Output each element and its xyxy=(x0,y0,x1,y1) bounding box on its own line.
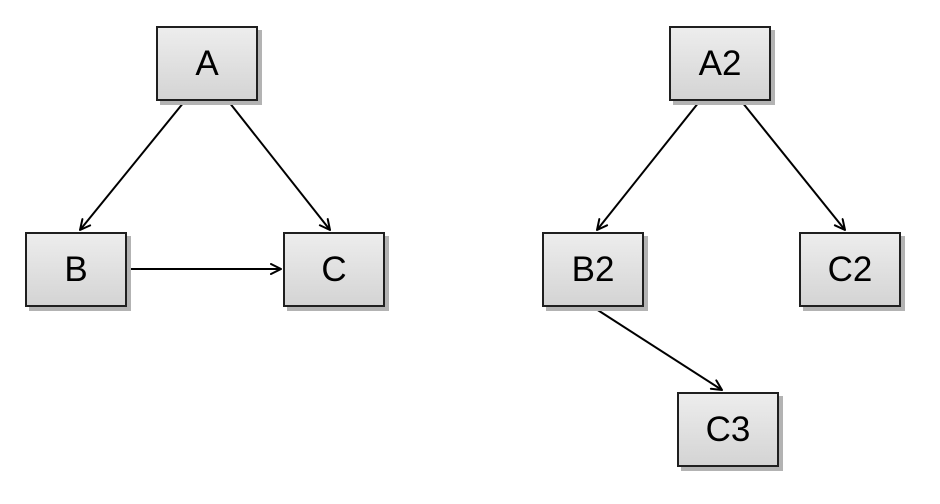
edge-A2-B2 xyxy=(596,101,700,231)
node-C: C xyxy=(283,232,385,307)
node-C2: C2 xyxy=(799,232,901,307)
node-B2: B2 xyxy=(542,232,644,307)
edge-B2-C3 xyxy=(592,306,723,391)
edge-A-B xyxy=(79,101,185,231)
node-C3: C3 xyxy=(677,392,779,467)
node-A: A xyxy=(156,26,258,101)
edge-A2-C2 xyxy=(741,101,846,231)
node-A2: A2 xyxy=(669,26,771,101)
edge-A-C xyxy=(228,101,331,231)
node-B: B xyxy=(25,232,127,307)
